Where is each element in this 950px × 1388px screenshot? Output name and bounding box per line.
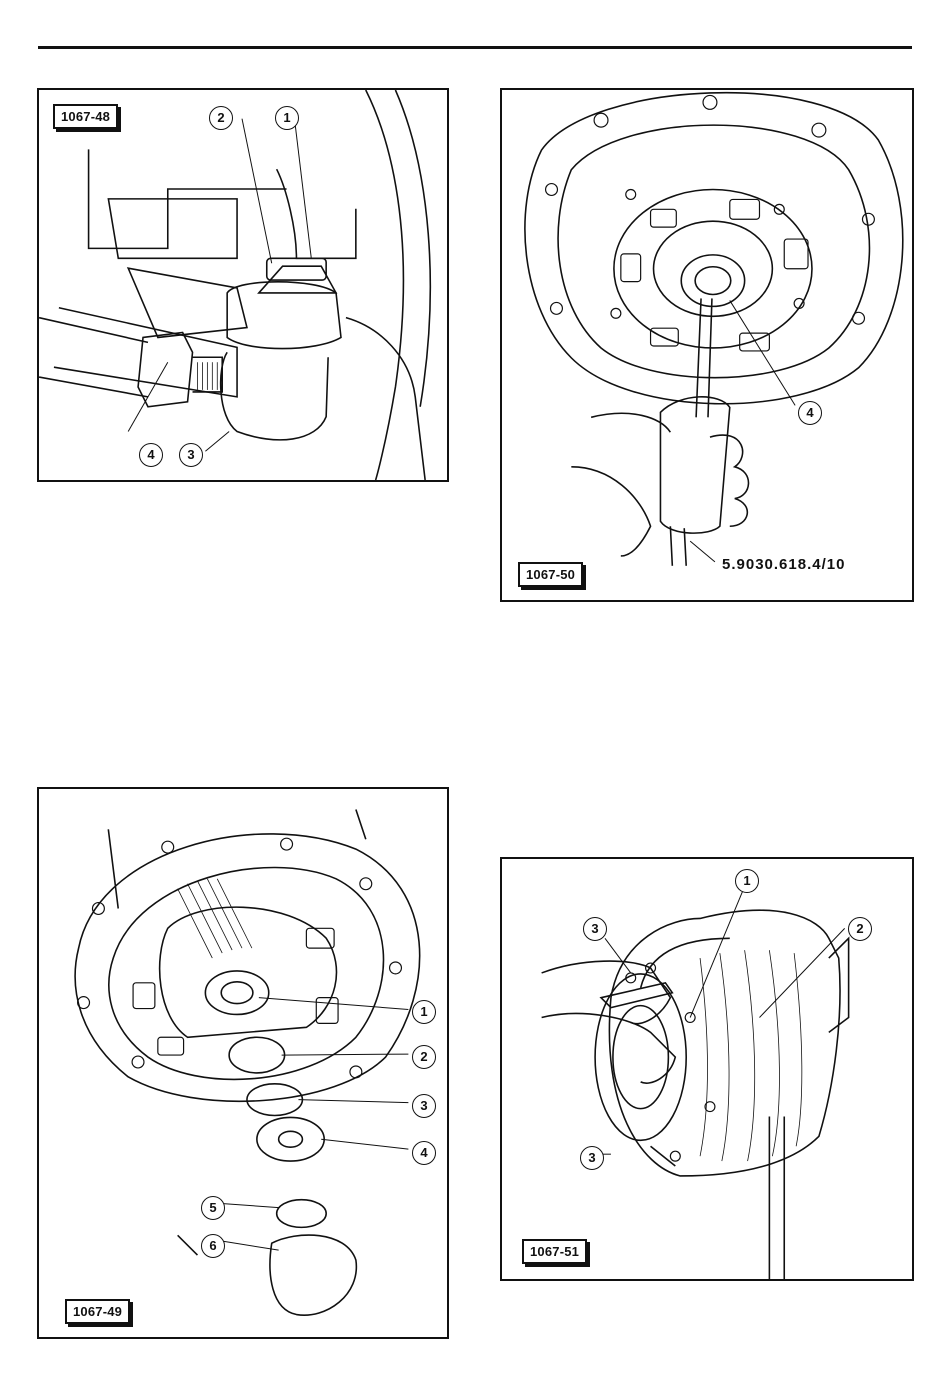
callout-3: 3 <box>179 443 203 467</box>
figure-label: 1067-48 <box>53 104 118 129</box>
figure-label: 1067-49 <box>65 1299 130 1324</box>
figure-1067-48: 1067-48 2 1 4 3 <box>37 88 449 482</box>
callout-1: 1 <box>412 1000 436 1024</box>
figure-1067-50: 4 5.9030.618.4/10 1067-50 <box>500 88 914 602</box>
callout-2: 2 <box>209 106 233 130</box>
callout-4: 4 <box>139 443 163 467</box>
figure-1067-49: 1 2 3 4 5 6 1067-49 <box>37 787 449 1339</box>
tie-rod-end-illustration <box>39 90 447 480</box>
tool-code: 5.9030.618.4/10 <box>722 556 845 573</box>
callout-2: 2 <box>412 1045 436 1069</box>
figure-1067-51: 1 3 2 3 1067-51 <box>500 857 914 1281</box>
callout-5: 5 <box>201 1196 225 1220</box>
callout-6: 6 <box>201 1234 225 1258</box>
callout-4: 4 <box>412 1141 436 1165</box>
figure-label: 1067-50 <box>518 562 583 587</box>
callout-3: 3 <box>583 917 607 941</box>
figure-label: 1067-51 <box>522 1239 587 1264</box>
header-rule <box>38 46 912 49</box>
housing-puller-illustration <box>502 90 912 600</box>
callout-1: 1 <box>735 869 759 893</box>
callout-2: 2 <box>848 917 872 941</box>
callout-1: 1 <box>275 106 299 130</box>
callout-3-lower: 3 <box>580 1146 604 1170</box>
exploded-bearing-illustration <box>39 789 447 1337</box>
callout-4: 4 <box>798 401 822 425</box>
callout-3: 3 <box>412 1094 436 1118</box>
